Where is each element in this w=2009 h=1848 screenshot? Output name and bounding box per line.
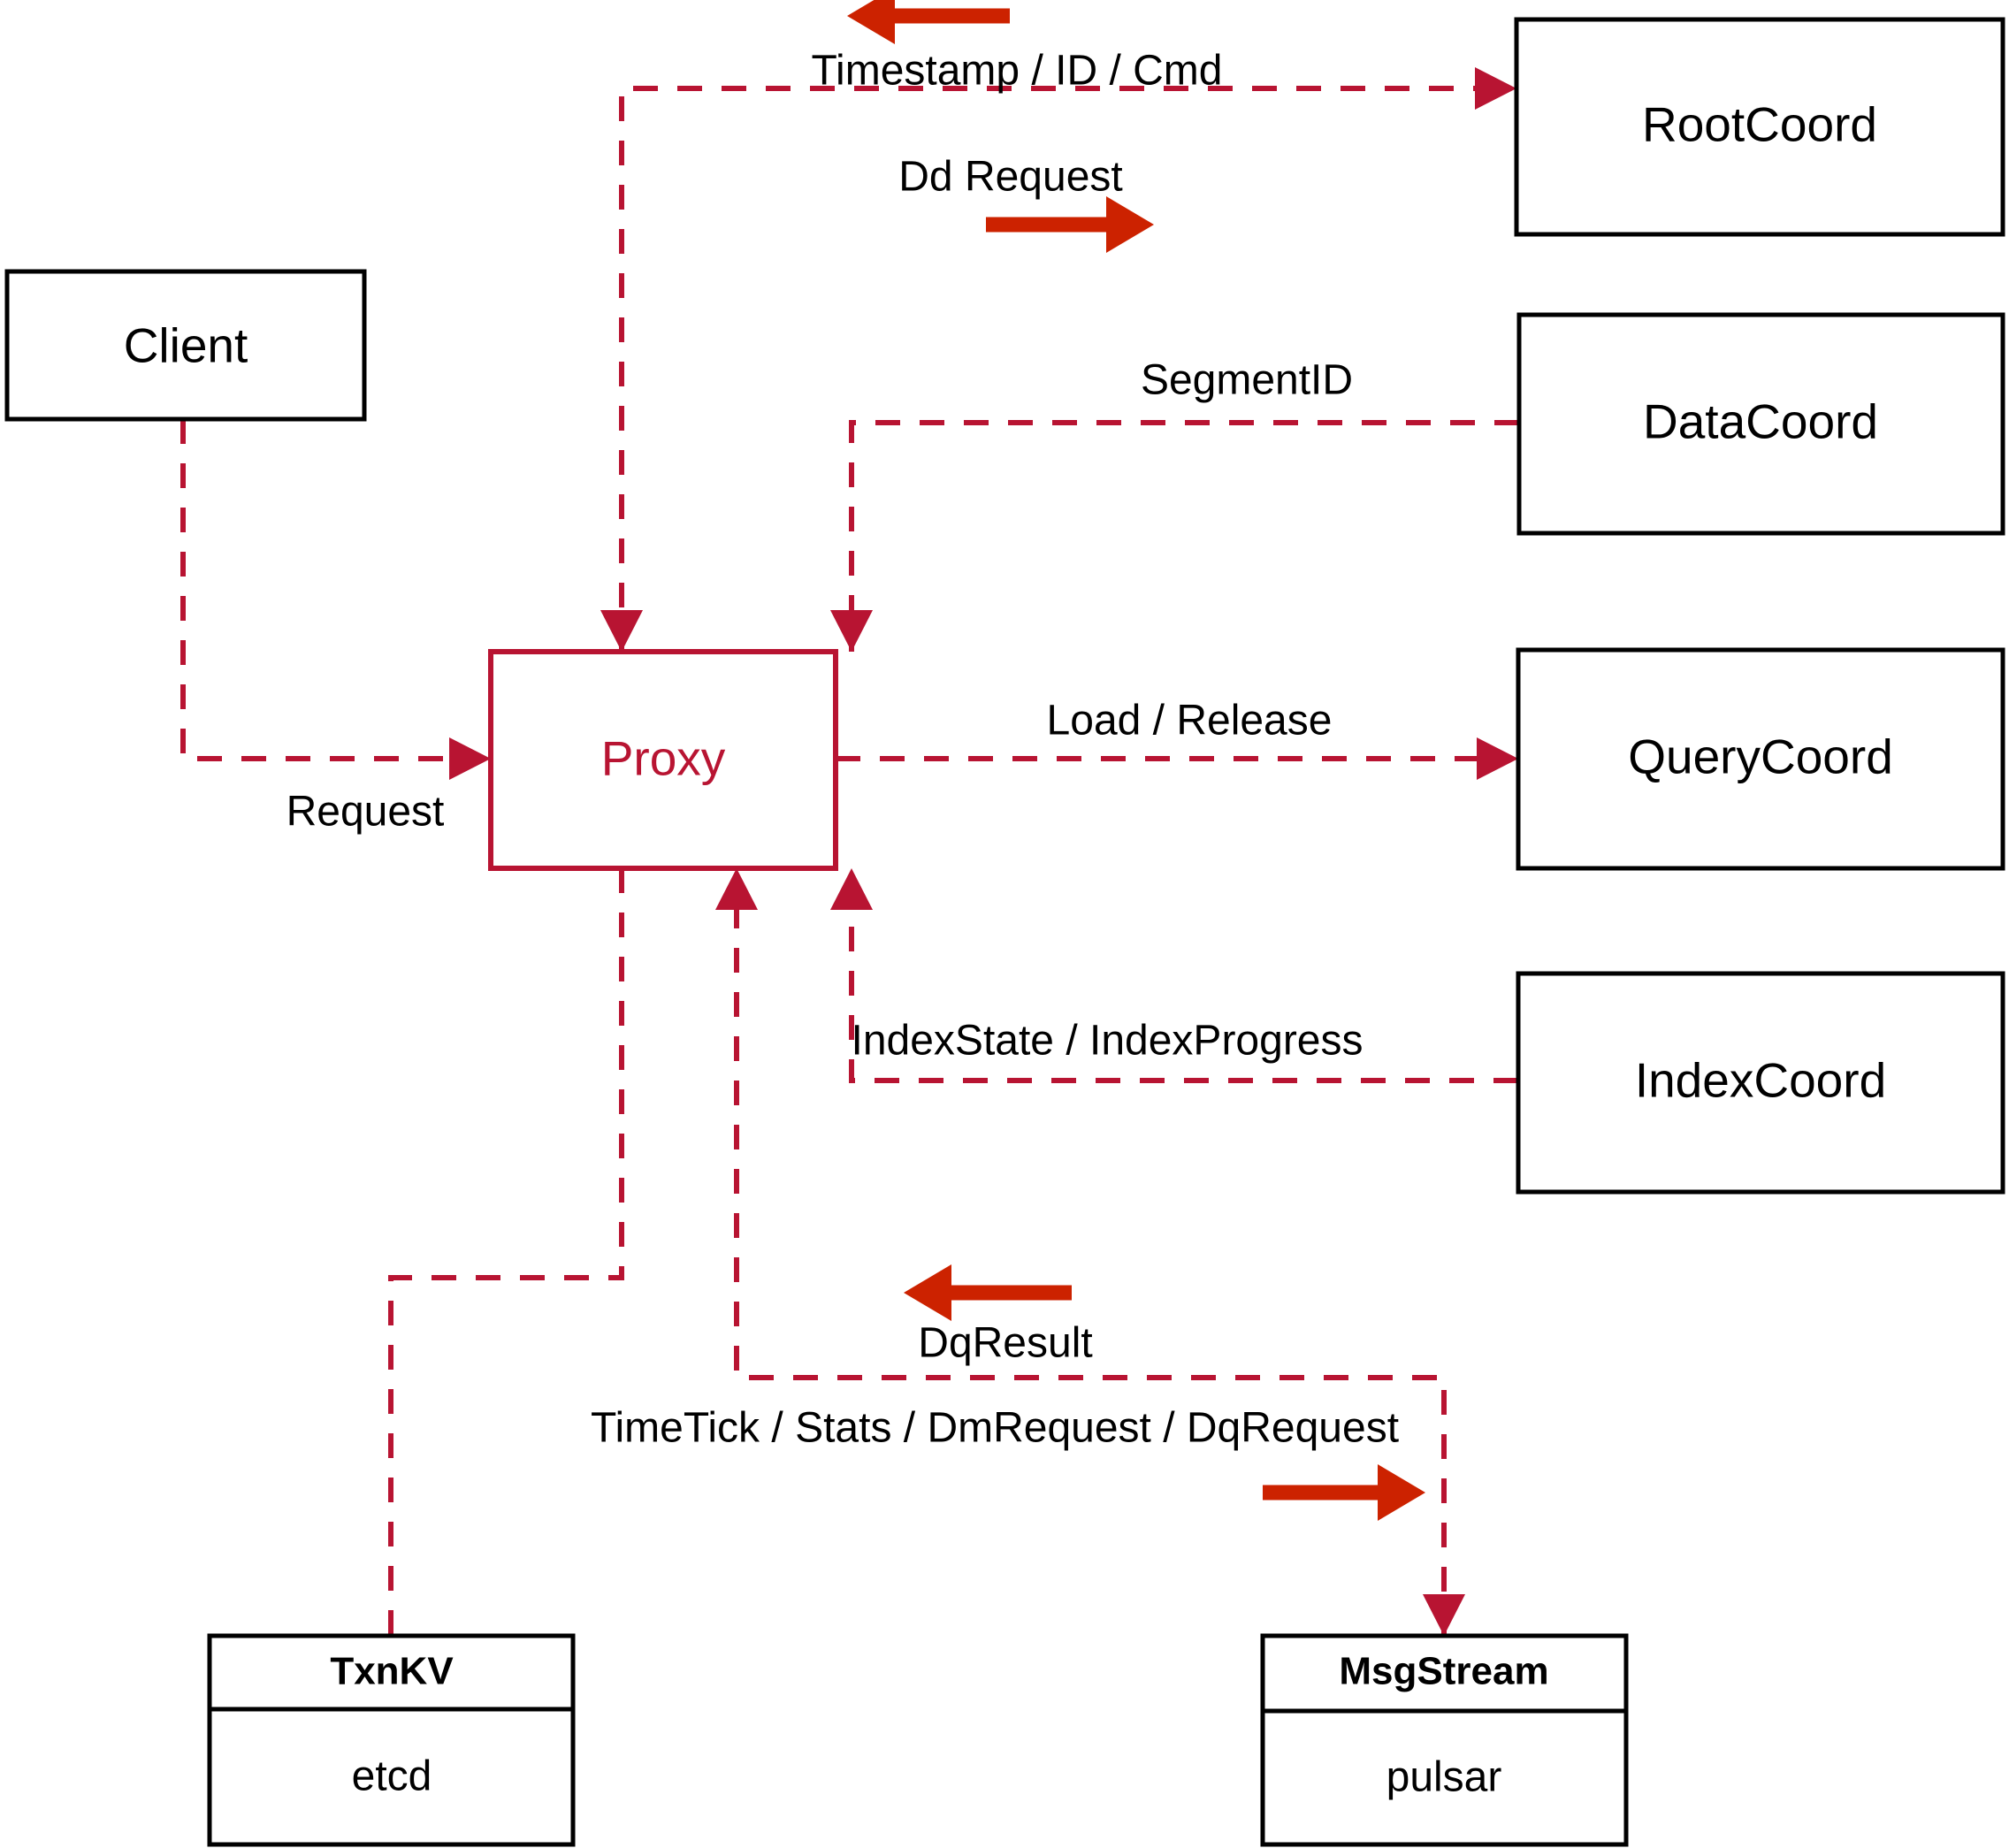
- edge-label-segmentid: SegmentID: [1141, 357, 1353, 404]
- edge-label-indexstate: IndexState / IndexProgress: [852, 1018, 1364, 1065]
- node-txnkv-sublabel: etcd: [352, 1753, 432, 1800]
- direction-arrow-timetick: [1263, 1464, 1425, 1521]
- node-proxy[interactable]: Proxy: [488, 649, 838, 871]
- node-indexcoord-label: IndexCoord: [1635, 1053, 1886, 1108]
- edge-label-loadrelease: Load / Release: [1047, 698, 1333, 745]
- direction-arrow-ddrequest: [986, 196, 1154, 253]
- arrowhead-querycoord-in: [1477, 737, 1518, 780]
- node-datacoord-label: DataCoord: [1643, 394, 1878, 449]
- arrowhead-msgstream-in: [1423, 1594, 1465, 1636]
- edge-label-timestamp: Timestamp / ID / Cmd: [812, 48, 1223, 95]
- node-proxy-label: Proxy: [601, 731, 726, 786]
- flow-indexcoord-to-proxy: [849, 884, 1518, 1083]
- edge-label-request: Request: [286, 789, 445, 836]
- arrowhead-proxy-top-right-in: [830, 610, 873, 652]
- node-client[interactable]: Client: [4, 269, 367, 422]
- edge-label-ddrequest: Dd Request: [898, 154, 1122, 201]
- flow-proxy-to-txnkv: [388, 868, 624, 1636]
- direction-arrow-dqresult: [904, 1264, 1072, 1321]
- edge-label-timetick: TimeTick / Stats / DmRequest / DqRequest: [591, 1405, 1399, 1452]
- node-msgstream[interactable]: MsgStream pulsar: [1260, 1633, 1629, 1847]
- arrowhead-proxy-bottom-mid-in: [715, 868, 758, 910]
- edge-label-dqresult: DqResult: [918, 1320, 1092, 1367]
- node-msgstream-label: MsgStream: [1339, 1650, 1548, 1693]
- arrowhead-proxy-bottom-right-in: [830, 868, 873, 910]
- flow-client-to-proxy: [180, 419, 477, 761]
- node-rootcoord-label: RootCoord: [1642, 97, 1877, 152]
- direction-arrow-timestamp: [847, 0, 1010, 44]
- node-rootcoord[interactable]: RootCoord: [1514, 17, 2005, 237]
- arrowhead-proxy-left-in: [449, 737, 491, 780]
- node-msgstream-sublabel: pulsar: [1386, 1754, 1502, 1801]
- node-querycoord-label: QueryCoord: [1628, 729, 1893, 784]
- flow-proxy-to-rootcoord: [619, 86, 1503, 652]
- node-indexcoord[interactable]: IndexCoord: [1516, 971, 2005, 1195]
- flow-datacoord-to-proxy: [849, 420, 1519, 652]
- node-querycoord[interactable]: QueryCoord: [1516, 647, 2005, 871]
- flow-msgstream-to-proxy: [734, 884, 1447, 1636]
- arrowhead-proxy-top-left-in: [600, 610, 643, 652]
- arrowhead-rootcoord-in: [1475, 67, 1516, 110]
- node-txnkv-label: TxnKV: [330, 1650, 454, 1693]
- node-txnkv[interactable]: TxnKV etcd: [207, 1633, 576, 1847]
- node-datacoord[interactable]: DataCoord: [1516, 312, 2005, 536]
- node-client-label: Client: [124, 318, 248, 373]
